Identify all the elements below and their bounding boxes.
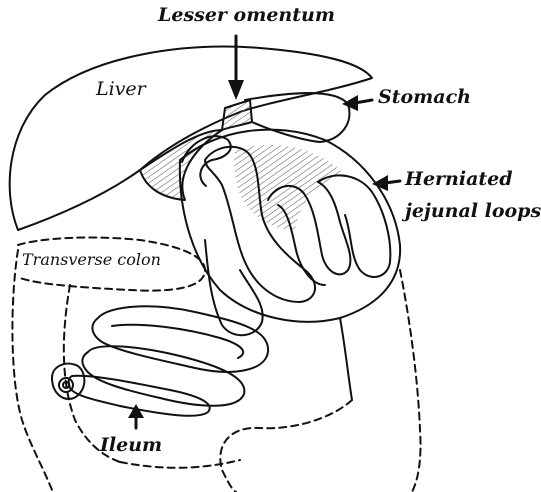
pointer-arrows <box>128 36 400 428</box>
ileum-label: Ileum <box>100 436 162 455</box>
stomach-label: Stomach <box>378 88 471 107</box>
transverse-colon-label: Transverse colon <box>22 252 161 268</box>
sigmoid-outline <box>220 400 352 492</box>
liver-label: Liver <box>96 80 146 99</box>
lower-small-bowel-loop <box>82 346 244 406</box>
lesser-omentum-label: Lesser omentum <box>158 6 335 25</box>
stomach-arrow <box>342 95 372 111</box>
right-colon-outline <box>400 270 421 492</box>
lesser-omentum-arrow <box>228 36 244 100</box>
mid-small-bowel-loop <box>92 306 268 372</box>
rectum-outline <box>120 460 240 468</box>
herniated-label-line2: jejunal loops <box>405 202 541 221</box>
lesser-omentum <box>222 100 252 130</box>
herniated-loops-arrow <box>372 175 400 191</box>
jejunal-loop-3 <box>318 175 390 277</box>
lower-right-contour <box>340 318 352 400</box>
herniated-label-line1: Herniated <box>405 170 513 189</box>
stomach-outline <box>245 93 349 142</box>
left-colon-outline <box>12 250 52 490</box>
